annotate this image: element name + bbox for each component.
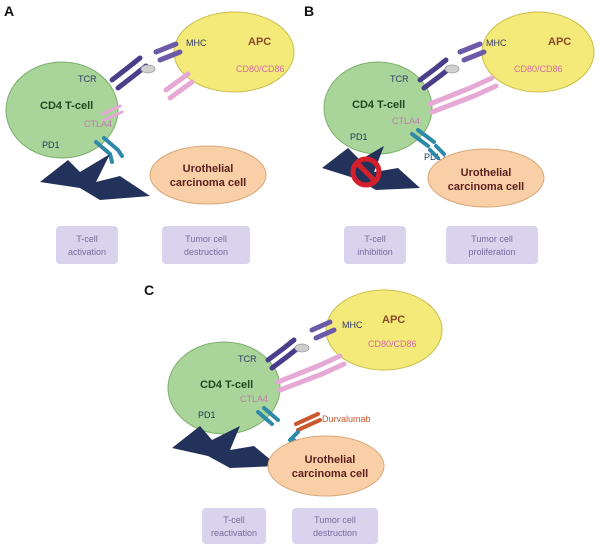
panel-a: A APC CD80/CD86 MHC CD4 T-cell TCR CTLA4… <box>4 3 295 264</box>
mhc-molecule <box>457 41 487 63</box>
antigen <box>444 64 460 74</box>
mhc-label: MHC <box>486 38 507 48</box>
ctla4-label: CTLA4 <box>240 394 268 404</box>
ctla4-cd80-binding <box>427 75 499 115</box>
mhc-molecule <box>153 41 183 63</box>
cd4-t-cell-label: CD4 T-cell <box>200 379 253 391</box>
tcr-label: TCR <box>78 74 97 84</box>
cd4-t-cell-label: CD4 T-cell <box>352 99 405 111</box>
receptor-cluster-a <box>94 41 195 164</box>
lightning-bolt <box>172 426 278 468</box>
pdl1-ligand <box>428 144 446 160</box>
tcr-receptor <box>109 55 149 91</box>
inhibition-block-icon <box>350 156 382 188</box>
urothelial-carcinoma-cell <box>149 145 267 205</box>
outcome-box-t-cell-line1: T-cell <box>223 515 245 525</box>
panel-c: C APC CD80/CD86 MHC CD4 T-cell TCR CTLA4… <box>144 282 443 544</box>
pd1-label: PD1 <box>198 410 216 420</box>
urothelial-carcinoma-cell <box>267 435 385 497</box>
outcome-box-tumor <box>446 226 538 264</box>
ctla4-cd80-binding <box>275 353 347 393</box>
outcome-box-tumor-line2: proliferation <box>468 247 515 257</box>
panel-letter-b: B <box>304 3 314 19</box>
ctla4-label: CTLA4 <box>84 119 112 129</box>
durvalumab-antibody <box>294 412 322 432</box>
cd80-ligand <box>163 71 195 101</box>
outcome-box-tumor-line2: destruction <box>184 247 228 257</box>
outcome-box-tumor-line1: Tumor cell <box>185 234 227 244</box>
antigen <box>294 343 310 353</box>
tumor-label-line1: Urothelial <box>305 454 356 466</box>
outcome-box-t-cell-line1: T-cell <box>76 234 98 244</box>
outcome-box-tumor <box>292 508 378 544</box>
outcome-box-t-cell <box>344 226 406 264</box>
tumor-label-line2: carcinoma cell <box>170 177 246 189</box>
outcome-box-t-cell-line2: activation <box>68 247 106 257</box>
mhc-label: MHC <box>342 320 363 330</box>
outcome-box-tumor-line1: Tumor cell <box>471 234 513 244</box>
panel-letter-a: A <box>4 3 14 19</box>
durvalumab-label: Durvalumab <box>322 414 371 424</box>
apc-label: APC <box>382 314 405 326</box>
outcome-box-t-cell <box>202 508 266 544</box>
cd80-cd86-label: CD80/CD86 <box>368 339 417 349</box>
pd1-label: PD1 <box>42 140 60 150</box>
mhc-label: MHC <box>186 38 207 48</box>
receptor-cluster-b <box>410 41 499 160</box>
outcome-box-tumor-line1: Tumor cell <box>314 515 356 525</box>
outcome-box-t-cell <box>56 226 118 264</box>
pd1-receptor <box>256 406 280 426</box>
tumor-label-line1: Urothelial <box>461 167 512 179</box>
panel-letter-c: C <box>144 282 154 298</box>
apc-label: APC <box>248 36 271 48</box>
cd4-t-cell <box>5 61 119 159</box>
antigen <box>140 64 156 74</box>
tumor-label-line2: carcinoma cell <box>292 468 368 480</box>
urothelial-carcinoma-cell <box>427 148 545 208</box>
pd1-receptor <box>94 136 124 164</box>
cd80-cd86-label: CD80/CD86 <box>514 64 563 74</box>
lightning-bolt <box>40 154 150 200</box>
ctla4-receptor <box>100 104 124 122</box>
lightning-bolt <box>322 146 420 190</box>
outcome-box-t-cell-line2: inhibition <box>357 247 393 257</box>
outcome-box-t-cell-line2: reactivation <box>211 528 257 538</box>
panel-b: B APC CD80/CD86 MHC CD4 T-cell TCR CTLA4… <box>304 3 595 264</box>
cd4-t-cell-label: CD4 T-cell <box>40 100 93 112</box>
tcr-receptor <box>265 337 301 371</box>
tumor-label-line2: carcinoma cell <box>448 181 524 193</box>
receptor-cluster-c <box>256 319 347 450</box>
outcome-box-tumor <box>162 226 250 264</box>
outcome-box-t-cell-line1: T-cell <box>364 234 386 244</box>
apc-cell <box>481 11 595 93</box>
tumor-label-line1: Urothelial <box>183 163 234 175</box>
outcome-box-tumor-line2: destruction <box>313 528 357 538</box>
pd1-label: PD1 <box>350 132 368 142</box>
cd80-cd86-label: CD80/CD86 <box>236 64 285 74</box>
tcr-label: TCR <box>390 74 409 84</box>
tcr-label: TCR <box>238 354 257 364</box>
apc-cell <box>325 289 443 371</box>
apc-label: APC <box>548 36 571 48</box>
tcr-receptor <box>417 57 453 91</box>
pd1-receptor <box>410 128 436 148</box>
ctla4-label: CTLA4 <box>392 116 420 126</box>
mhc-molecule <box>309 319 337 341</box>
